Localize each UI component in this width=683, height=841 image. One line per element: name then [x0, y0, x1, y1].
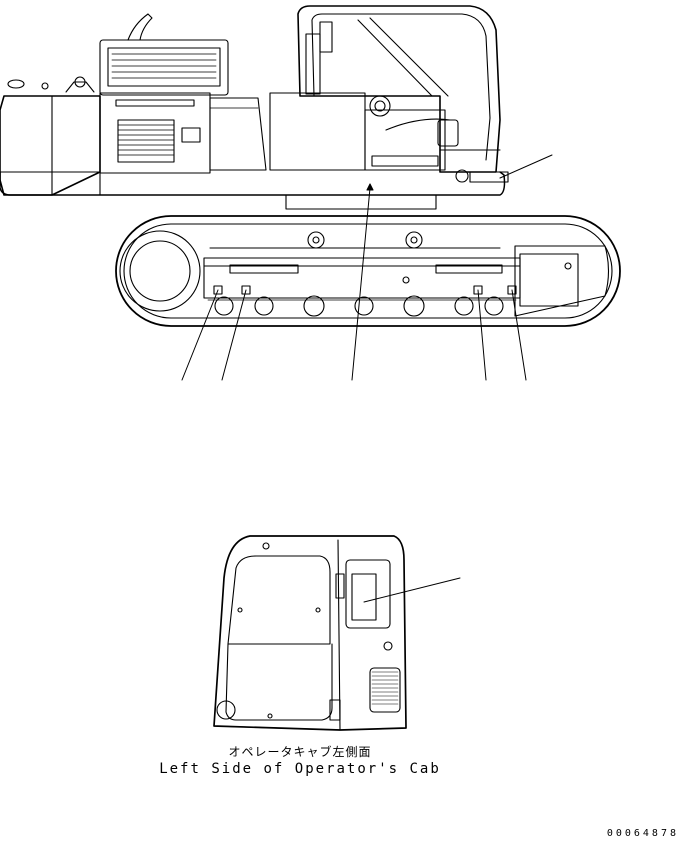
label-spot-2 — [241, 285, 251, 295]
leader-lines-upper — [181, 154, 553, 381]
excavator-upper-structure — [0, 13, 506, 210]
cab-caption-english: Left Side of Operator's Cab — [159, 761, 441, 777]
engine-grille — [117, 119, 175, 163]
cab-caption-japanese: オペレータキャブ左側面 — [228, 745, 372, 759]
leader-line-cab — [363, 577, 461, 603]
door-latch — [181, 127, 201, 143]
label-spot-1 — [213, 285, 223, 295]
arrow-marker — [366, 183, 374, 191]
label-spot-4 — [507, 285, 517, 295]
document-number: 00064878 — [606, 828, 679, 839]
cab-left-side-view — [213, 535, 407, 731]
excavator-track-frame — [115, 215, 621, 327]
excavator-cab — [297, 5, 509, 183]
